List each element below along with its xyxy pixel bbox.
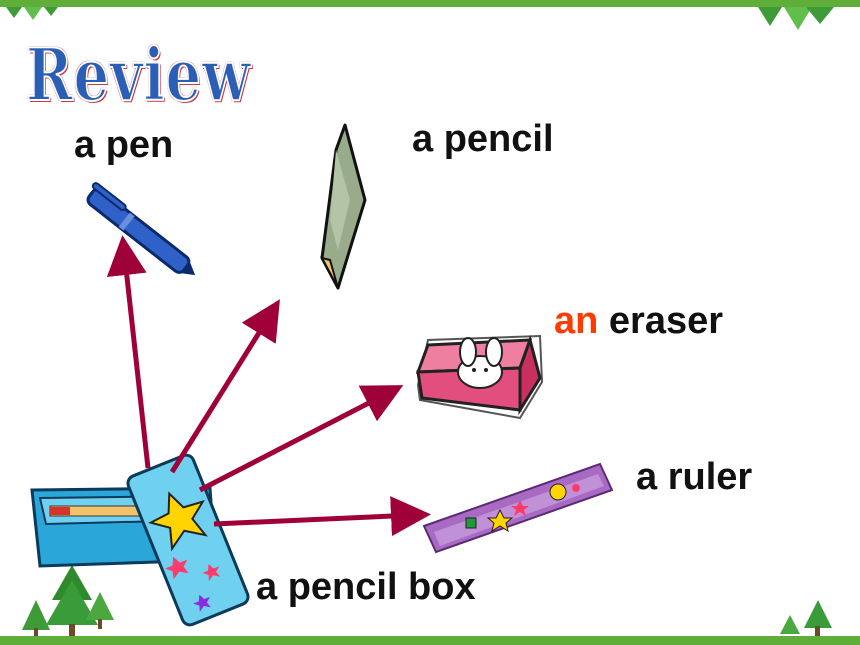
pencil-icon [320, 123, 367, 290]
tree-icon-right [780, 600, 832, 636]
top-green-border [0, 0, 860, 7]
label-eraser-article: an [554, 300, 599, 342]
top-right-triangles [758, 7, 834, 30]
label-pen: a pen [74, 124, 174, 166]
arrow-to-pen [106, 235, 151, 469]
label-eraser-word: eraser [608, 300, 724, 342]
label-pencil: a pencil [412, 118, 554, 160]
review-heading: Review [25, 31, 252, 118]
tree-icon-left [22, 565, 114, 636]
eraser-icon [415, 334, 544, 420]
arrow-to-eraser [198, 385, 404, 493]
label-ruler: a ruler [636, 456, 753, 498]
pen-icon [86, 182, 196, 276]
ruler-icon [422, 462, 614, 554]
label-pencil-box: a pencil box [256, 566, 476, 608]
arrows [106, 235, 431, 537]
arrow-to-pencil [169, 299, 280, 474]
pencil-box-icon [30, 453, 250, 627]
arrow-to-ruler [213, 496, 431, 537]
label-eraser: an eraser [554, 300, 723, 343]
top-left-triangles [6, 7, 58, 20]
bottom-green-border [0, 636, 860, 645]
